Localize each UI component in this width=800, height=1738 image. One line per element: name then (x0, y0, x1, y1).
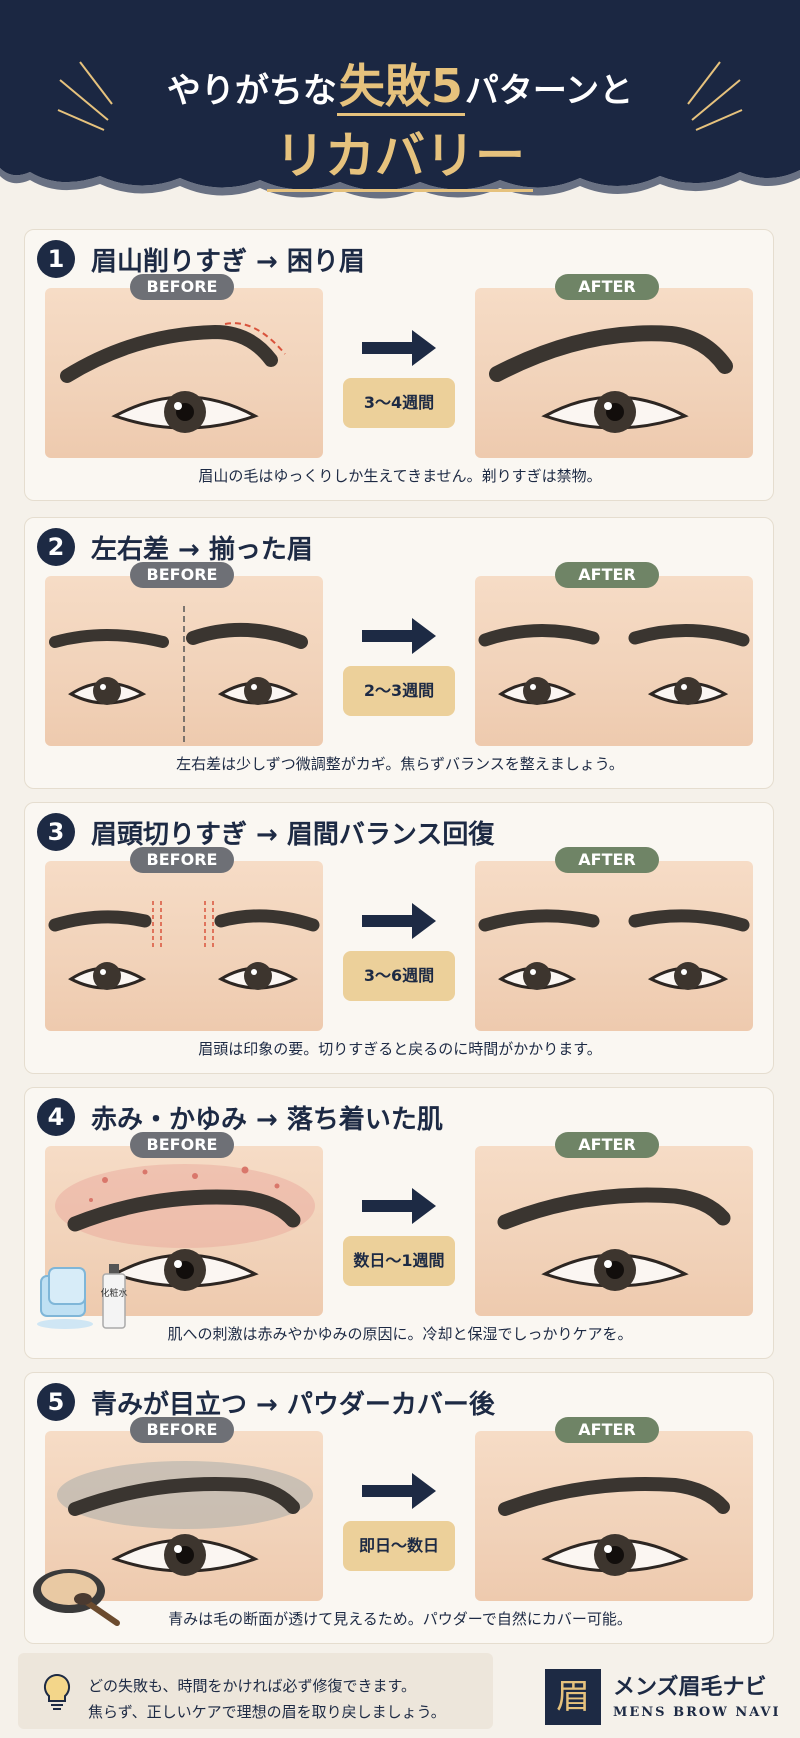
title-line2-text: リカバリー (267, 127, 533, 192)
ice-and-lotion-icon: 化粧水 (37, 1264, 128, 1329)
before-illustration (45, 576, 323, 746)
brand-name-jp: メンズ眉毛ナビ (613, 1674, 767, 1700)
after-illustration (475, 861, 753, 1031)
card-caption: 眉山の毛はゆっくりしか生えてきません。剃りすぎは禁物。 (198, 467, 602, 485)
after-illustration (475, 1431, 753, 1601)
arrow-right-icon (362, 1188, 436, 1224)
before-badge: BEFORE (130, 274, 234, 300)
after-illustration (475, 1146, 753, 1316)
before-badge: BEFORE (130, 847, 234, 873)
arrow-right-icon (362, 330, 436, 366)
title-prefix: やりがちな (166, 71, 337, 111)
after-badge: AFTER (555, 847, 659, 873)
before-illustration (45, 1431, 323, 1601)
page-title-line2: リカバリー (0, 116, 800, 192)
footer-line2: 焦らず、正しいケアで理想の眉を取り戻しましょう。 (88, 1703, 446, 1721)
before-illustration (45, 1146, 323, 1316)
recovery-period: 数日～1週間 (343, 1236, 455, 1286)
recovery-period: 2～3週間 (343, 666, 455, 716)
recovery-period: 即日～数日 (343, 1521, 455, 1571)
card-number: 5 (37, 1383, 75, 1421)
footer: どの失敗も、時間をかければ必ず修復できます。 焦らず、正しいケアで理想の眉を取り… (0, 1645, 800, 1738)
after-illustration (475, 288, 753, 458)
failure-card-3: 3 眉頭切りすぎ → 眉間バランス回復 BEFORE AFTER 3～6週間 (24, 802, 774, 1074)
brand-name-en: MENS BROW NAVI (613, 1705, 781, 1720)
arrow-right-icon (362, 618, 436, 654)
card-number: 1 (37, 240, 75, 278)
card-number: 3 (37, 813, 75, 851)
card-title: 眉山削りすぎ → 困り眉 (91, 247, 365, 277)
after-badge: AFTER (555, 1132, 659, 1158)
page-title-line1: やりがちな失敗5パターンと (0, 50, 800, 116)
card-title: 眉頭切りすぎ → 眉間バランス回復 (91, 820, 495, 850)
before-illustration (45, 288, 323, 458)
arrow-right-icon (362, 1473, 436, 1509)
powder-compact-icon (33, 1569, 120, 1626)
failure-card-1: 1 眉山削りすぎ → 困り眉 BEFORE AFTER 3～4週間 眉山の毛はゆ… (24, 229, 774, 501)
before-illustration (45, 861, 323, 1031)
footer-message-box: どの失敗も、時間をかければ必ず修復できます。 焦らず、正しいケアで理想の眉を取り… (18, 1653, 493, 1729)
before-badge: BEFORE (130, 1417, 234, 1443)
card-title: 青みが目立つ → パウダーカバー後 (91, 1390, 495, 1420)
after-badge: AFTER (555, 1417, 659, 1443)
header-banner: やりがちな失敗5パターンと リカバリー (0, 0, 800, 215)
after-badge: AFTER (555, 274, 659, 300)
header-background (0, 0, 800, 199)
recovery-period: 3～6週間 (343, 951, 455, 1001)
brand-logo-mark: 眉 (545, 1669, 601, 1725)
title-highlight: 失敗5 (336, 59, 465, 116)
card-number: 2 (37, 528, 75, 566)
before-badge: BEFORE (130, 562, 234, 588)
arrow-right-icon (362, 903, 436, 939)
card-caption: 眉頭は印象の要。切りすぎると戻るのに時間がかかります。 (198, 1040, 602, 1058)
card-title: 左右差 → 揃った眉 (91, 535, 313, 565)
footer-message: どの失敗も、時間をかければ必ず修復できます。 焦らず、正しいケアで理想の眉を取り… (88, 1673, 446, 1725)
after-badge: AFTER (555, 562, 659, 588)
card-title: 赤み・かゆみ → 落ち着いた肌 (91, 1105, 443, 1135)
footer-line1: どの失敗も、時間をかければ必ず修復できます。 (88, 1677, 417, 1695)
before-badge: BEFORE (130, 1132, 234, 1158)
after-illustration (475, 576, 753, 746)
failure-card-2: 2 左右差 → 揃った眉 BEFORE AFTER 2～3週間 左右差は少しずつ… (24, 517, 774, 789)
card-caption: 青みは毛の断面が透けて見えるため。パウダーで自然にカバー可能。 (168, 1610, 632, 1628)
failure-card-5: 5 青みが目立つ → パウダーカバー後 BEFORE AFTER 即日～数日 青… (24, 1372, 774, 1644)
card-caption: 左右差は少しずつ微調整がカギ。焦らずバランスを整えましょう。 (176, 755, 624, 773)
card-number: 4 (37, 1098, 75, 1136)
sparkle-lines-left (57, 61, 113, 131)
card-caption: 肌への刺激は赤みやかゆみの原因に。冷却と保湿でしっかりケアを。 (167, 1325, 633, 1343)
sparkle-lines-right (687, 61, 743, 131)
bottle-label: 化粧水 (100, 1287, 127, 1299)
lightbulb-icon (43, 1673, 71, 1710)
title-suffix: パターンと (464, 71, 634, 111)
recovery-period: 3～4週間 (343, 378, 455, 428)
failure-card-4: 4 赤み・かゆみ → 落ち着いた肌 BEFORE AFTER 化粧水 数日～1週… (24, 1087, 774, 1359)
